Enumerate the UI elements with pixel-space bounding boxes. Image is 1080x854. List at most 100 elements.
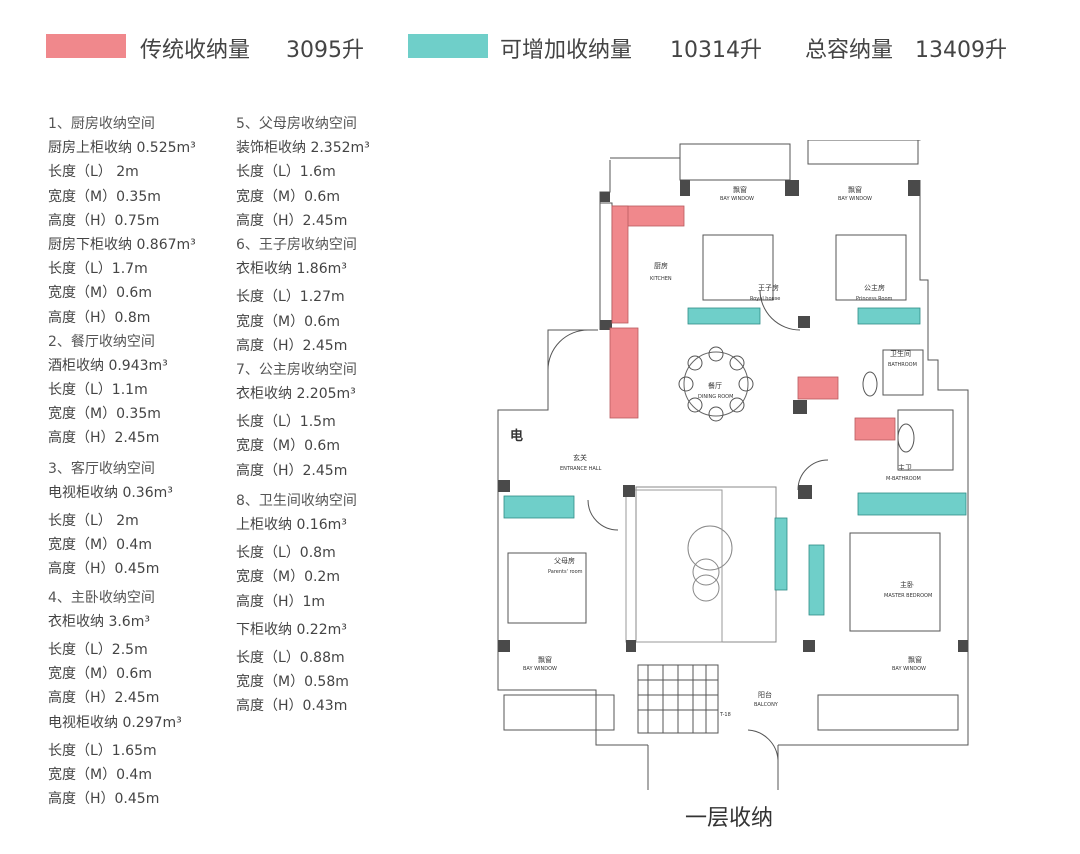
spec-line: 衣柜收纳 3.6m³ (48, 613, 150, 630)
bay-window-frame (679, 143, 791, 181)
spec-line: 宽度（M）0.35m (48, 406, 161, 423)
storage-specs-right: 5、父母房收纳空间 装饰柜收纳 2.352m³ 长度（L）1.6m 宽度（M）0… (236, 112, 370, 719)
spec-line: 宽度（M）0.4m (48, 766, 152, 783)
total-storage-value: 13409升 (915, 38, 1007, 63)
spec-line: 宽度（M）0.6m (48, 666, 152, 683)
spec-line: 高度（H）2.45m (48, 690, 160, 707)
prince-room-label: 王子房 (758, 283, 779, 292)
spec-line: 厨房下柜收纳 0.867m³ (48, 236, 196, 253)
spec-line: 高度（H）2.45m (48, 430, 160, 447)
spec-line: 8、卫生间收纳空间 (236, 492, 357, 509)
spec-line: 高度（H）2.45m (236, 337, 348, 354)
spec-line: 5、父母房收纳空间 (236, 116, 357, 132)
spec-line: 下柜收纳 0.22m³ (236, 621, 347, 638)
bed-parents (507, 552, 587, 624)
spec-line: 衣柜收纳 2.205m³ (236, 386, 356, 403)
spec-line: 高度（H）0.75m (48, 212, 160, 229)
kitchen-lower-cabinet (611, 205, 629, 324)
spec-line: 厨房上柜收纳 0.525m³ (48, 140, 196, 157)
parents-room-label-en: Parents' room (548, 569, 583, 575)
balcony-label-en: BALCONY (754, 702, 779, 708)
bed-prince (702, 234, 774, 301)
additional-storage-value: 10314升 (670, 38, 762, 63)
spec-line: 宽度（M）0.6m (236, 313, 340, 330)
kitchen-label-en: KITCHEN (650, 276, 672, 282)
dining-label: 餐厅 (708, 381, 722, 390)
spec-line: 上柜收纳 0.16m³ (236, 517, 347, 533)
spec-line: 宽度（M）0.6m (48, 285, 152, 302)
legend: 传统收纳量 3095升 可增加收纳量 10314升 总容纳量 13409升 (0, 30, 1080, 66)
bathroom-vanity (797, 376, 839, 400)
bay-window-label-en: BAY WINDOW (892, 666, 926, 672)
spec-line: 高度（H）0.45m (48, 561, 160, 578)
additional-storage-label: 可增加收纳量 (500, 38, 633, 63)
traditional-storage-swatch (46, 34, 126, 58)
spec-line: 长度（L）2.5m (48, 641, 148, 658)
bay-window-label: 飘窗 (908, 655, 922, 664)
kitchen-label: 厨房 (654, 261, 668, 270)
spec-line: 衣柜收纳 1.86m³ (236, 261, 347, 278)
spec-line: 长度（L）1.65m (48, 742, 157, 759)
bathroom-label: 卫生间 (890, 349, 911, 358)
master-bath-label: 主卫 (898, 463, 912, 472)
spec-line: 4、主卧收纳空间 (48, 589, 155, 606)
prince-room-label-en: Royal house (750, 296, 780, 302)
entrance-label: 玄关 (573, 453, 587, 462)
spec-line: 宽度（M）0.6m (236, 438, 340, 455)
bay-window-label-en: BAY WINDOW (838, 196, 872, 202)
spec-line: 长度（L）0.8m (236, 545, 336, 562)
balcony-label: 阳台 (758, 690, 772, 699)
spec-line: 高度（H）0.43m (236, 698, 348, 715)
floor-plan: 飘窗 BAY WINDOW 飘窗 BAY WINDOW 厨房 KITCHEN 王… (497, 140, 969, 790)
spec-line: 宽度（M）0.35m (48, 188, 161, 205)
spec-line: 装饰柜收纳 2.352m³ (236, 140, 370, 157)
spec-line: 长度（L）1.5m (236, 414, 336, 431)
wine-cabinet (609, 327, 639, 419)
spec-line: 长度（L）1.6m (236, 164, 336, 181)
bay-window-label-en: BAY WINDOW (523, 666, 557, 672)
spec-line: 6、王子房收纳空间 (236, 236, 357, 253)
traditional-storage-value: 3095升 (286, 38, 364, 63)
spec-line: 高度（H）0.8m (48, 309, 151, 326)
spec-line: 1、厨房收纳空间 (48, 116, 155, 132)
spec-line: 3、客厅收纳空间 (48, 460, 155, 477)
spec-line: 高度（H）1m (236, 593, 326, 610)
master-bedroom-label-en: MASTER BEDROOM (884, 593, 932, 599)
spec-line: 高度（H）2.45m (236, 462, 348, 479)
bathroom-label-en: BATHROOM (888, 362, 917, 368)
master-bath-vanity (854, 417, 896, 441)
spec-line: 高度（H）2.45m (236, 212, 348, 229)
bay-window-label: 飘窗 (733, 185, 747, 194)
parents-decor-cabinet (503, 495, 575, 519)
princess-wardrobe (857, 307, 921, 325)
total-storage-label: 总容纳量 (805, 38, 894, 63)
floor-caption: 一层收纳 (685, 806, 774, 831)
entrance-label-en: ENTRANCE HALL (560, 466, 602, 472)
spec-line: 长度（L）1.27m (236, 289, 345, 306)
princess-room-label: 公主房 (864, 283, 885, 292)
spec-line: 长度（L）0.88m (236, 649, 345, 666)
bay-window-label: 飘窗 (848, 185, 862, 194)
bay-window-frame (807, 140, 919, 165)
master-tv-cabinet (808, 544, 825, 616)
spec-line: 7、公主房收纳空间 (236, 361, 357, 378)
dining-label-en: DINING ROOM (698, 394, 733, 400)
spec-line: 酒柜收纳 0.943m³ (48, 357, 168, 374)
parents-room-label: 父母房 (554, 556, 575, 565)
additional-storage-swatch (408, 34, 488, 58)
bed-master (849, 532, 941, 632)
spec-line: 长度（L）1.1m (48, 382, 148, 399)
spec-line: 宽度（M）0.58m (236, 674, 349, 691)
master-wardrobe (857, 492, 967, 516)
spec-line: 2、餐厅收纳空间 (48, 333, 155, 350)
living-tv-cabinet (774, 517, 788, 591)
spec-line: 电视柜收纳 0.36m³ (48, 484, 173, 501)
traditional-storage-label: 传统收纳量 (140, 38, 251, 63)
spec-line: 电视柜收纳 0.297m³ (48, 714, 182, 731)
spec-line: 高度（H）0.45m (48, 791, 160, 808)
stair-mark: T-18 (719, 712, 731, 718)
bed-princess (835, 234, 907, 301)
bay-window-label: 飘窗 (538, 655, 552, 664)
prince-wardrobe (687, 307, 761, 325)
spec-line: 宽度（M）0.2m (236, 569, 340, 586)
